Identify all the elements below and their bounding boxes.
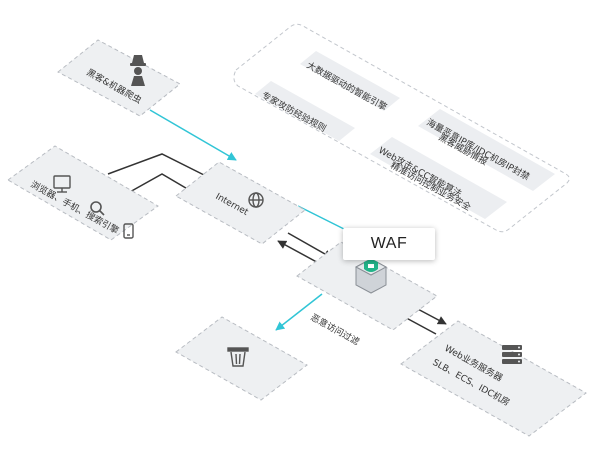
feature-box-2: [255, 81, 355, 141]
filter-edge-label: 恶意访问过滤: [309, 311, 362, 348]
clients-tile: [7, 145, 159, 241]
internet-tile: [175, 161, 306, 245]
bot-tile: [57, 39, 181, 117]
blocked-tile: [175, 316, 308, 401]
bot-to-internet-arrow: [149, 109, 237, 161]
internet-to-waf-arrow: [287, 232, 333, 259]
monitor-icon: [53, 175, 71, 193]
web-server-tile: [400, 320, 587, 437]
feature-box-4: [370, 137, 507, 219]
server-icon: [502, 345, 522, 364]
waf-label: WAF: [343, 228, 435, 260]
internet-cyan-link: [297, 205, 347, 231]
trash-icon: [227, 347, 249, 367]
clients-to-internet-arrow-2: [127, 173, 197, 195]
globe-icon: [248, 192, 264, 208]
phone-icon: [123, 223, 134, 239]
clients-to-internet-arrow-1: [107, 153, 213, 180]
feature-box-3: [418, 109, 555, 191]
waf-to-blocked-arrow: [275, 293, 323, 331]
feature-panel: [233, 23, 570, 233]
waf-shield-icon: [354, 258, 388, 294]
spy-icon: [130, 55, 146, 86]
search-icon: [90, 201, 105, 216]
feature-box-1: [300, 51, 400, 111]
